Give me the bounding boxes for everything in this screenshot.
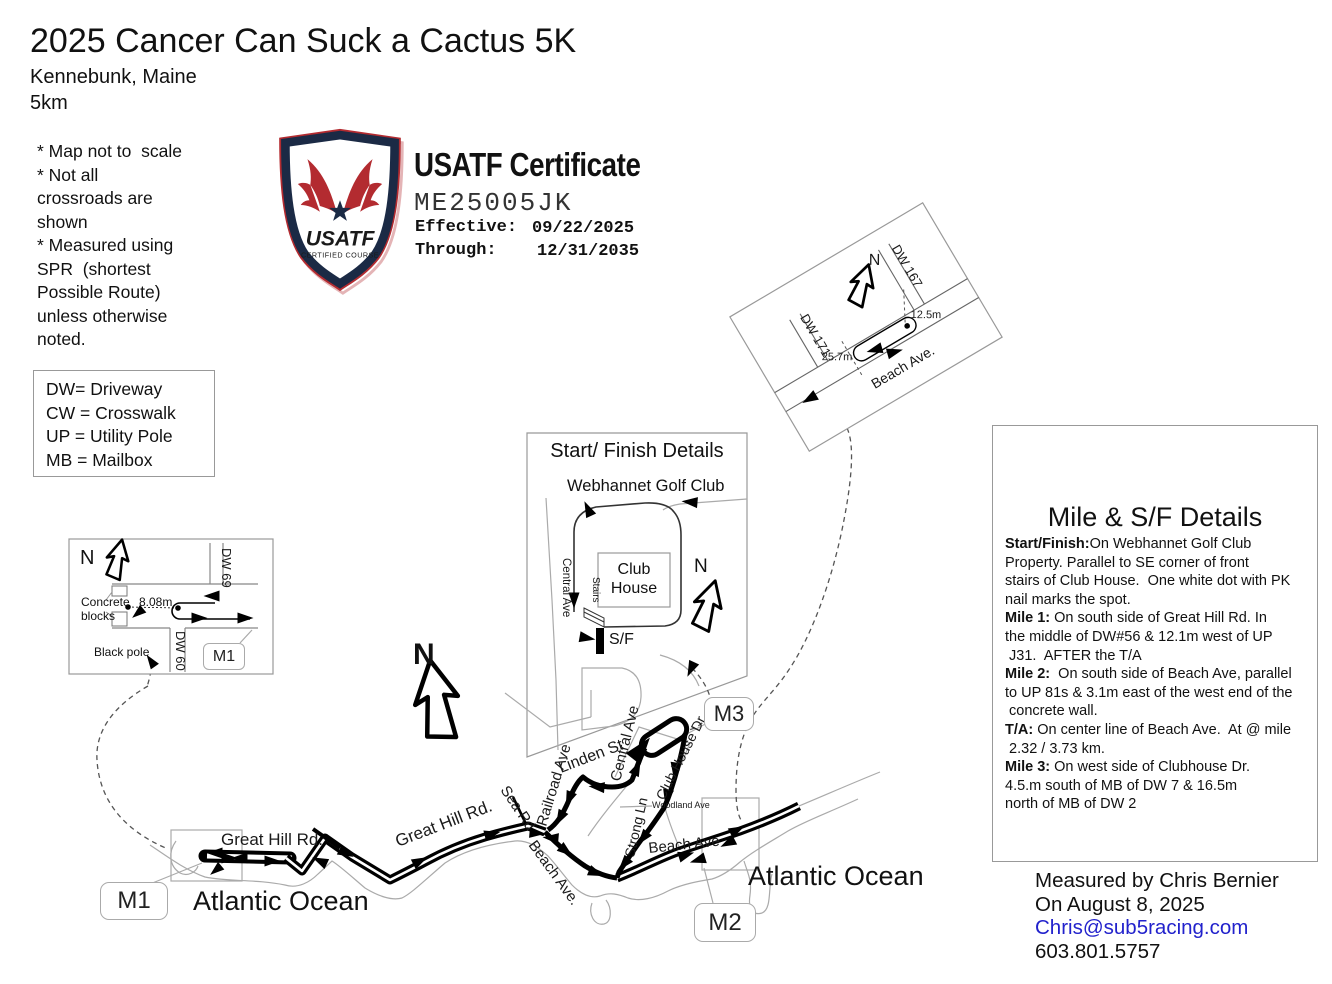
m3-marker: M3 <box>704 697 754 731</box>
woodland-ave-label: Woodland Ave <box>652 800 710 810</box>
legend-box: DW= Driveway CW = Crosswalk UP = Utility… <box>33 370 215 477</box>
phone-number: 603.801.5757 <box>1035 939 1161 963</box>
m1-inset-marker: M1 <box>203 643 245 670</box>
through-label: Through: <box>415 241 497 260</box>
measured-date: On August 8, 2025 <box>1035 892 1205 916</box>
concrete-blocks-label: Concrete blocks <box>81 595 130 623</box>
beach-ave-diag-label: Beach Ave. <box>525 837 583 908</box>
sf-box-title: Start/ Finish Details <box>550 440 724 462</box>
club-house-label: Club House <box>610 561 658 597</box>
m2-marker-text: M2 <box>708 908 742 936</box>
mile-detail-3: Mile 3: On west side of Clubhouse Dr. 4.… <box>1005 759 1251 813</box>
page-subtitle: Kennebunk, Maine <box>30 66 197 88</box>
atlantic-ocean-left: Atlantic Ocean <box>193 886 369 916</box>
mile-detail-1: Mile 1: On south side of Great Hill Rd. … <box>1005 610 1273 664</box>
credits-block: Measured by Chris Bernier On August 8, 2… <box>1035 869 1279 963</box>
measured-by: Measured by Chris Bernier <box>1035 869 1279 892</box>
effective-date: 09/22/2025 <box>532 219 635 238</box>
m1-inset-marker-text: M1 <box>212 647 236 665</box>
stairs-label: Stairs <box>590 577 601 603</box>
central-ave-sf-label: Central Ave <box>560 558 572 617</box>
webhannet-label: Webhannet Golf Club <box>567 477 725 495</box>
m1-distance-label: 8.08m <box>139 595 173 609</box>
m1-inset-north-label: N <box>80 547 95 569</box>
certificate-heading: USATF Certificate <box>414 146 641 183</box>
dist-12-label: 12.5m <box>911 309 942 321</box>
sf-north-label: N <box>694 556 708 577</box>
atlantic-ocean-right: Atlantic Ocean <box>748 861 924 891</box>
m2-marker: M2 <box>694 903 756 942</box>
strong-ln-label: Strong Ln <box>621 796 650 859</box>
railroad-ave-label: Railroad Ave <box>534 742 575 828</box>
page-distance: 5km <box>30 92 68 114</box>
mile-details-title: Mile & S/F Details <box>1047 502 1263 532</box>
dw69-label: DW 69 <box>219 548 234 588</box>
great-hill-rd-1-label: Great Hill Rd. <box>221 830 323 849</box>
email-link[interactable]: Chris@sub5racing.com <box>1035 916 1249 939</box>
map-notes: * Map not to scale * Not all crossroads … <box>37 141 182 349</box>
page-title: 2025 Cancer Can Suck a Cactus 5K <box>30 22 577 60</box>
mile-details-box: Mile & S/F Details Start/Finish:On Webha… <box>992 425 1318 862</box>
dist-25-label: 25.7m <box>822 351 853 363</box>
black-pole-label: Black pole <box>94 645 150 659</box>
certificate-number: ME25005JK <box>414 188 573 218</box>
m1-marker: M1 <box>100 882 168 920</box>
main-north-label: N <box>413 638 435 671</box>
dw60-label: DW 60 <box>173 631 188 671</box>
shield-usatf-text: USATF <box>306 227 376 250</box>
shield-course-text: CERTIFIED COURSE <box>301 252 379 260</box>
effective-label: Effective: <box>415 218 518 237</box>
mile-detail-ta: T/A: On center line of Beach Ave. At @ m… <box>1005 721 1292 757</box>
usatf-shield: USATF CERTIFIED COURSE <box>279 128 404 295</box>
sf-details-box: Central Ave Stairs <box>504 432 748 758</box>
ta-inset-box: DW 171 DW 167 Beach Ave. 25.7m 12.5m N <box>729 202 1003 452</box>
m3-marker-text: M3 <box>713 701 745 726</box>
through-date: 12/31/2035 <box>537 242 640 261</box>
ta-north-label: N <box>869 252 881 269</box>
beach-ave-right-label: Beach Ave <box>648 833 721 857</box>
sf-label: S/F <box>609 631 634 648</box>
mile-detail-2: Mile 2: On south side of Beach Ave, para… <box>1005 666 1293 720</box>
m1-marker-text: M1 <box>117 887 151 914</box>
mile-detail-sf: Start/Finish:On Webhannet Golf Club Prop… <box>1005 536 1291 608</box>
